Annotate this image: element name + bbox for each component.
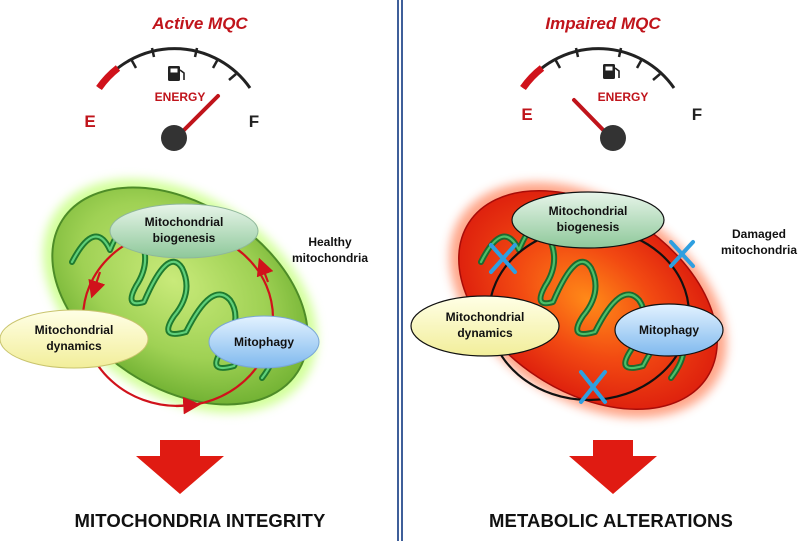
gauge-full-mark: F [692,105,702,124]
blocked-x-icon [489,243,517,274]
damaged-mitochondrion [449,182,727,418]
fuel-pump-icon [603,64,620,79]
dynamics-bubble: Mitochondrial dynamics [410,295,560,357]
panel-footer: MITOCHONDRIA INTEGRITY [74,510,326,531]
biogenesis-bubble: Mitochondrial biogenesis [109,203,259,259]
state-label-line1: Healthy [308,235,352,249]
panel-footer: METABOLIC ALTERATIONS [489,510,733,531]
mitophagy-label: Mitophagy [234,335,294,349]
panel-title: Active MQC [152,14,248,33]
dynamics-label-line2: dynamics [46,339,102,353]
down-arrow-icon [136,440,224,494]
mitophagy-bubble: Mitophagy [208,315,320,369]
gauge-label: ENERGY [155,90,206,104]
healthy-mitochondrion [42,178,318,414]
fuel-pump-icon [168,66,185,81]
gauge-empty-mark: E [521,105,532,124]
dynamics-label-line1: Mitochondrial [35,323,114,337]
active-mqc-diagram: ENERGY E F Mitochondrial biogenesis Mito… [0,47,368,494]
biogenesis-label-line2: biogenesis [153,231,216,245]
dynamics-bubble: Mitochondrial dynamics [0,309,149,369]
mitophagy-label: Mitophagy [639,323,699,337]
dynamics-label-line2: dynamics [457,326,513,340]
blocked-x-icon [669,240,695,268]
gauge-full-mark: F [249,112,259,131]
gauge-label: ENERGY [598,90,649,104]
state-label-line2: mitochondria [721,243,797,257]
biogenesis-label-line1: Mitochondrial [145,215,224,229]
state-label-line2: mitochondria [292,251,368,265]
biogenesis-label-line1: Mitochondrial [549,204,628,218]
impaired-mqc-panel: Impaired MQC [403,0,803,541]
dynamics-label-line1: Mitochondrial [446,310,525,324]
energy-gauge: ENERGY E F [520,47,702,151]
impaired-mqc-diagram: ENERGY E F Mitochondrial biogenesis [410,47,797,494]
down-arrow-icon [569,440,657,494]
panel-divider [397,0,403,541]
mitophagy-bubble: Mitophagy [614,303,724,357]
biogenesis-bubble: Mitochondrial biogenesis [511,191,665,249]
blocked-x-icon [579,370,607,404]
active-mqc-panel: Active MQC [0,0,400,541]
energy-gauge: ENERGY E F [84,47,259,151]
biogenesis-label-line2: biogenesis [557,220,620,234]
state-label-line1: Damaged [732,227,786,241]
panel-title: Impaired MQC [545,14,661,33]
gauge-empty-mark: E [84,112,95,131]
